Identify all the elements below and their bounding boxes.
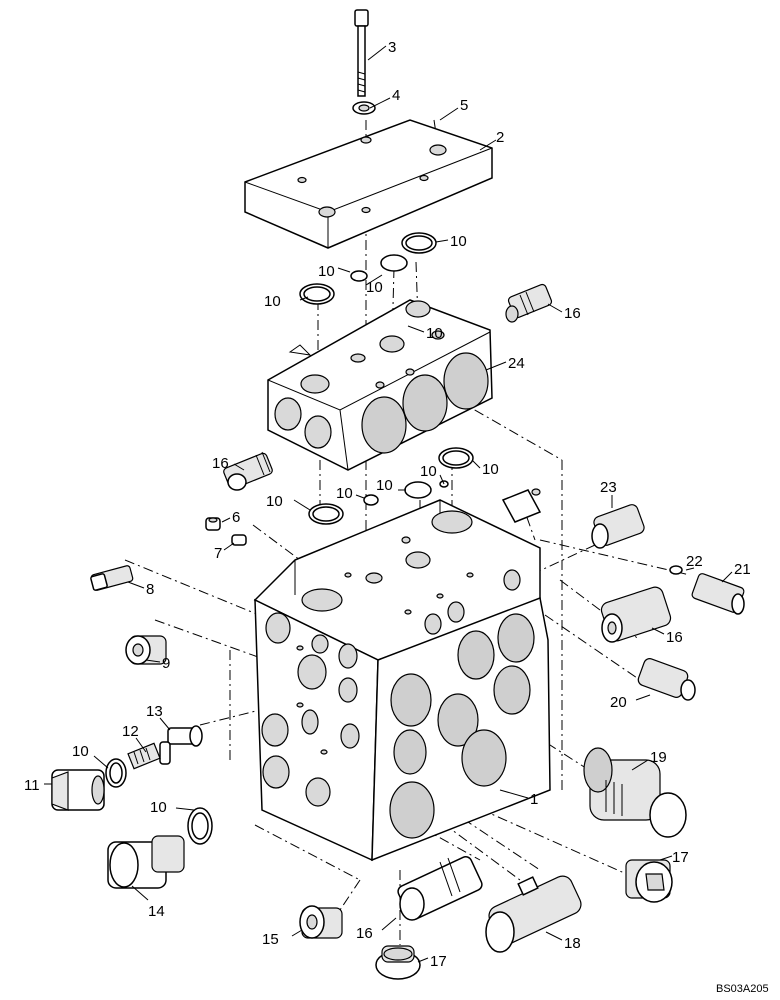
ring-22 [669, 565, 683, 575]
callout-10d: 10 [366, 279, 383, 296]
plug-15 [299, 905, 343, 939]
callout-17a: 17 [672, 849, 689, 866]
relief-valve-18 [485, 875, 582, 953]
callout-labels: 3 4 5 2 10 10 10 10 10 16 24 16 10 10 10… [24, 39, 751, 970]
callout-3: 3 [388, 39, 396, 56]
o-ring-10-left [105, 758, 127, 788]
callout-6: 6 [232, 509, 240, 526]
drawing-code: BS03A205 [716, 983, 769, 995]
fitting-20 [637, 658, 696, 701]
o-rings-upper [299, 232, 437, 328]
spring-12 [127, 742, 161, 770]
plug-6 [205, 517, 221, 531]
callout-12: 12 [122, 723, 139, 740]
screw-7 [231, 534, 247, 546]
callout-10h: 10 [376, 477, 393, 494]
leader-lines [44, 45, 733, 963]
callout-10g: 10 [420, 463, 437, 480]
callout-13: 13 [146, 703, 163, 720]
callout-10i: 10 [336, 485, 353, 502]
callout-10a: 10 [450, 233, 467, 250]
callout-10j: 10 [266, 493, 283, 510]
callout-23: 23 [600, 479, 617, 496]
callout-4: 4 [392, 87, 400, 104]
relief-valve-16-b [223, 451, 273, 491]
callout-8: 8 [146, 581, 154, 598]
relief-valve-16-c [600, 586, 672, 643]
callout-16a: 16 [564, 305, 581, 322]
callout-16b: 16 [212, 455, 229, 472]
callout-10k: 10 [72, 743, 89, 760]
callout-19: 19 [650, 749, 667, 766]
callout-17b: 17 [430, 953, 447, 970]
callout-18: 18 [564, 935, 581, 952]
callout-1: 1 [530, 791, 538, 808]
plug-14 [107, 835, 185, 889]
callout-14: 14 [148, 903, 165, 920]
relief-valve-19 [583, 747, 687, 838]
main-valve-body-1 [253, 499, 551, 862]
callout-16c: 16 [666, 629, 683, 646]
callout-24: 24 [508, 355, 525, 372]
callout-5: 5 [460, 97, 468, 114]
callout-21: 21 [734, 561, 751, 578]
callout-10b: 10 [318, 263, 335, 280]
callout-7: 7 [214, 545, 222, 562]
callout-10c: 10 [264, 293, 281, 310]
spool-13 [159, 725, 203, 765]
callout-15: 15 [262, 931, 279, 948]
bracket [501, 488, 542, 523]
relief-valve-16-d [397, 856, 483, 921]
callout-2: 2 [496, 129, 504, 146]
o-ring-10-lower [187, 807, 213, 845]
bolt-3 [354, 9, 369, 97]
relief-valve-16-a [505, 283, 553, 323]
fitting-21 [691, 573, 745, 615]
callout-10e: 10 [426, 325, 443, 342]
callout-22: 22 [686, 553, 703, 570]
callout-10l: 10 [150, 799, 167, 816]
callout-16d: 16 [356, 925, 373, 942]
fitting-8 [90, 565, 134, 591]
fitting-23 [591, 504, 645, 549]
washer-4 [352, 101, 376, 115]
callout-11: 11 [24, 777, 40, 794]
plug-11 [51, 769, 105, 811]
callout-9: 9 [162, 655, 170, 672]
callout-20: 20 [610, 694, 627, 711]
callout-10f: 10 [482, 461, 499, 478]
plug-17-bottom [375, 945, 421, 980]
plug-17-right [625, 859, 673, 903]
plug-9 [125, 635, 167, 665]
valve-section-24 [267, 299, 493, 471]
cover-plate-2 [244, 119, 493, 249]
o-rings-middle [308, 447, 474, 525]
